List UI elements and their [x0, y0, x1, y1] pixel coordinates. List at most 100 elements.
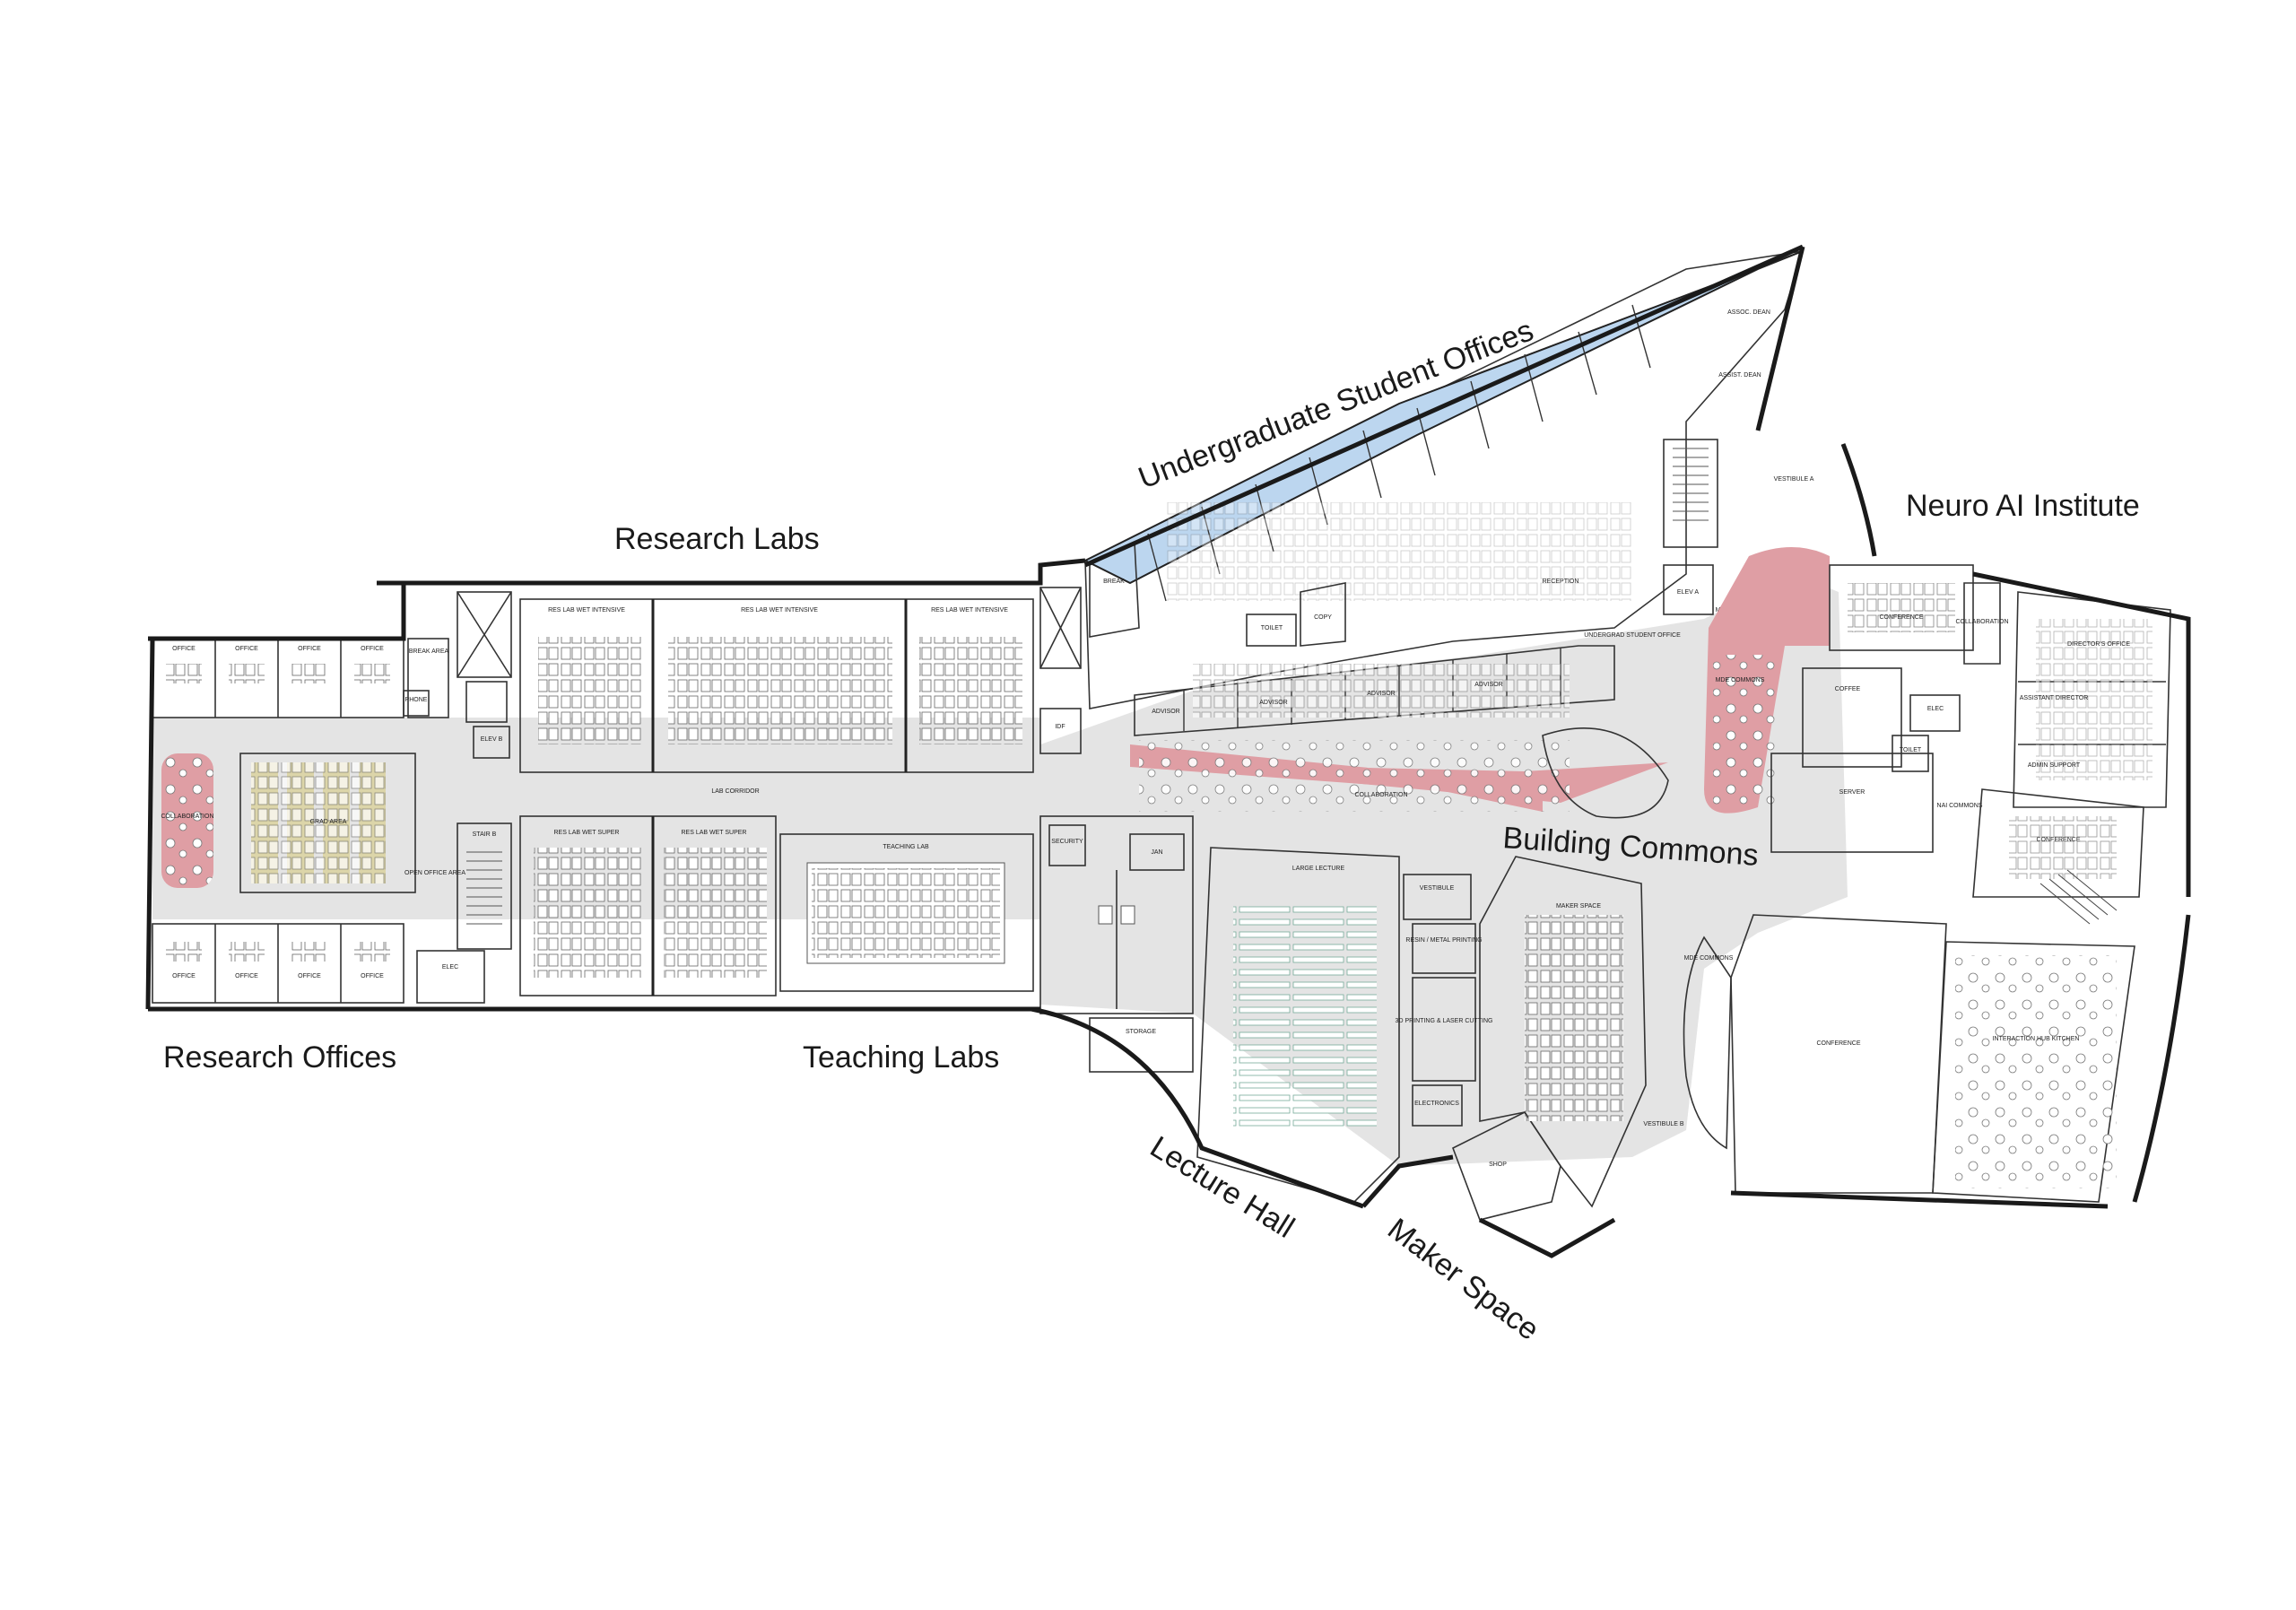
label-lecture-hall: Lecture Hall: [1144, 1130, 1300, 1245]
toilet-ug-label: TOILET: [1261, 625, 1283, 631]
elev-b: [473, 726, 510, 759]
lecture-hall: LARGE LECTURE: [1196, 847, 1400, 1203]
lab-corridor-label: LAB CORRIDOR: [711, 788, 759, 795]
label-teaching-labs: Teaching Labs: [803, 1040, 999, 1075]
office-label-7: OFFICE: [298, 973, 321, 979]
office-label-8: OFFICE: [361, 973, 384, 979]
advisor-label-4: ADVISOR: [1474, 682, 1503, 688]
research-offices-north: OFFICE OFFICE OFFICE OFFICE: [152, 638, 404, 718]
auditorium-label: CONFERENCE: [1816, 1040, 1860, 1047]
grad-area-label: GRAD AREA: [310, 819, 347, 825]
copy-label: COPY: [1314, 614, 1332, 621]
elec-room: [416, 950, 485, 1004]
commons-seating: COLLABORATION: [1130, 727, 1669, 819]
mde-commons-south: [1683, 936, 1732, 1150]
collaboration-west-label: COLLABORATION: [161, 814, 214, 820]
elev-b-label: ELEV B: [481, 736, 503, 743]
feature-stair: [1542, 727, 1669, 819]
collaboration-commons-label: COLLABORATION: [1355, 792, 1408, 798]
stair-b-label: STAIR B: [473, 831, 497, 838]
break-label: BREAK: [1103, 579, 1125, 585]
idf-room: [1039, 708, 1082, 754]
stair-a: [1663, 439, 1718, 548]
label-neuro-ai: Neuro AI Institute: [1906, 489, 2140, 523]
label-research-labs: Research Labs: [614, 522, 820, 556]
elevator-shaft: [457, 591, 512, 678]
large-lecture-label: LARGE LECTURE: [1292, 866, 1345, 872]
toilet-ug: [1246, 614, 1297, 647]
assist-dean-label: ASSIST. DEAN: [1718, 372, 1761, 379]
res-lab-2-label: RES LAB WET INTENSIVE: [741, 607, 818, 614]
undergrad-office-label: UNDERGRAD STUDENT OFFICE: [1584, 632, 1681, 639]
vestibule-b-label: VESTIBULE B: [1643, 1121, 1683, 1127]
neuro-ai-institute: MDE COMMONS CONFERENCE COFFEE ELEC TOILE…: [1704, 547, 2171, 925]
server-label: SERVER: [1839, 789, 1866, 796]
label-research-offices: Research Offices: [163, 1040, 396, 1075]
undergrad-offices: ADVISOR ADVISOR ADVISOR ADVISOR RECEPTIO…: [1083, 250, 1805, 736]
open-office-label: OPEN OFFICE AREA: [404, 870, 465, 876]
elev-a: [1663, 564, 1714, 615]
exterior-walls: [145, 244, 2191, 1258]
mde-commons-label-3: MDE COMMONS: [1684, 955, 1734, 962]
vestibule-label: VESTIBULE: [1420, 885, 1455, 892]
toilet-nai-label: TOILET: [1900, 747, 1922, 753]
teaching-lab-label: TEACHING LAB: [883, 844, 929, 850]
office-label-1: OFFICE: [172, 646, 196, 652]
research-labs-south: RES LAB WET SUPER RES LAB WET SUPER: [519, 815, 777, 996]
reception-label: RECEPTION: [1543, 579, 1579, 585]
conference-label-2: CONFERENCE: [2036, 837, 2080, 843]
copy-room: [1300, 582, 1346, 647]
resin-printing-label: RESIN / METAL PRINTING: [1405, 937, 1482, 944]
nai-commons-label: NAI COMMONS: [1937, 803, 1983, 809]
phone-room: [403, 690, 430, 717]
conference-label-1: CONFERENCE: [1879, 614, 1923, 621]
break-area-label: BREAK AREA: [409, 648, 449, 655]
security-label: SECURITY: [1051, 839, 1083, 845]
idf-label: IDF: [1055, 724, 1065, 730]
advisor-label-2: ADVISOR: [1259, 700, 1288, 706]
mde-commons-label-2: MDE COMMONS: [1716, 677, 1765, 683]
assistant-director-label: ASSISTANT DIRECTOR: [2020, 695, 2089, 701]
elec-label: ELEC: [442, 964, 458, 970]
office-label-2: OFFICE: [235, 646, 258, 652]
directors-office-label: DIRECTOR'S OFFICE: [2067, 641, 2130, 648]
stair-b: [457, 822, 512, 950]
phone-label: PHONE: [405, 697, 428, 703]
storage-label: STORAGE: [1126, 1029, 1156, 1035]
teaching-lab: TEACHING LAB: [779, 833, 1034, 992]
collaboration-nai-label: COLLABORATION: [1956, 619, 2009, 625]
label-maker-space: Maker Space: [1381, 1212, 1545, 1347]
elec-nai-label: ELEC: [1927, 706, 1944, 712]
admin-support-label: ADMIN SUPPORT: [2028, 762, 2081, 769]
research-offices-south: OFFICE OFFICE OFFICE OFFICE: [152, 923, 404, 1004]
advisor-label-3: ADVISOR: [1367, 691, 1396, 697]
maker-space-room-label: MAKER SPACE: [1556, 903, 1601, 909]
office-label-4: OFFICE: [361, 646, 384, 652]
res-lab-3-label: RES LAB WET INTENSIVE: [931, 607, 1008, 614]
advisor-label-1: ADVISOR: [1152, 709, 1180, 715]
office-label-3: OFFICE: [298, 646, 321, 652]
maker-space-suite: VESTIBULE RESIN / METAL PRINTING 3D PRIN…: [1396, 856, 1647, 1221]
elev-a-label: ELEV A: [1677, 589, 1699, 596]
res-lab-1-label: RES LAB WET INTENSIVE: [548, 607, 625, 614]
laser-cutting-label: 3D PRINTING & LASER CUTTING: [1396, 1018, 1493, 1024]
office-label-6: OFFICE: [235, 973, 258, 979]
res-lab-super-1-label: RES LAB WET SUPER: [553, 830, 619, 836]
office-label-5: OFFICE: [172, 973, 196, 979]
storage-room: [1089, 1017, 1194, 1073]
shop-label: SHOP: [1489, 1162, 1507, 1168]
interaction-kitchen-label: INTERACTION HUB KITCHEN: [1993, 1036, 2080, 1042]
vestibule-a-label: VESTIBULE A: [1774, 476, 1814, 483]
electronics-label: ELECTRONICS: [1414, 1101, 1459, 1107]
service-core: SECURITY JAN: [1039, 815, 1194, 1014]
auditorium: CONFERENCE: [1730, 914, 1947, 1194]
research-labs-north: RES LAB WET INTENSIVE RES LAB WET INTENS…: [519, 598, 1034, 773]
coffee-label: COFFEE: [1835, 686, 1861, 692]
interaction-hub: INTERACTION HUB KITCHEN: [1932, 941, 2135, 1203]
res-lab-super-2-label: RES LAB WET SUPER: [681, 830, 746, 836]
break-area: [407, 638, 449, 718]
assoc-dean-label: ASSOC. DEAN: [1727, 309, 1770, 316]
grad-area: [239, 753, 416, 893]
jan-label: JAN: [1151, 849, 1162, 856]
